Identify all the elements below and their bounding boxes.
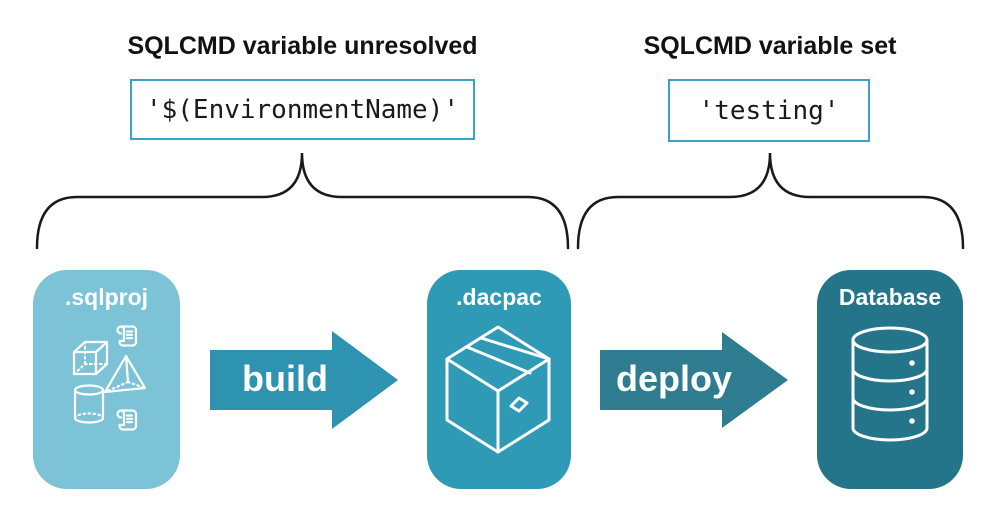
dacpac-card-label: .dacpac bbox=[456, 284, 542, 310]
code-value-unresolved: '$(EnvironmentName)' bbox=[145, 94, 460, 125]
deploy-arrow-icon bbox=[600, 332, 788, 428]
package-icon bbox=[445, 325, 551, 454]
dacpac-card: .dacpac bbox=[427, 270, 571, 489]
database-icon bbox=[851, 326, 929, 442]
database-card-label: Database bbox=[838, 284, 942, 310]
heading-variable-set: SQLCMD variable set bbox=[643, 32, 897, 60]
sqlproj-card-label: .sqlproj bbox=[64, 284, 149, 310]
scroll-icon bbox=[116, 325, 138, 347]
brace-right-icon bbox=[576, 152, 965, 250]
code-value-resolved: 'testing' bbox=[698, 95, 840, 126]
cube-icon bbox=[72, 340, 109, 376]
build-arrow-icon bbox=[210, 331, 398, 429]
sqlproj-icons bbox=[72, 325, 147, 431]
brace-left-icon bbox=[35, 152, 570, 250]
code-box-resolved: 'testing' bbox=[668, 79, 870, 142]
database-cylinder bbox=[851, 326, 929, 442]
pyramid-icon bbox=[103, 354, 147, 394]
sqlproj-card: .sqlproj bbox=[33, 270, 180, 489]
code-box-unresolved: '$(EnvironmentName)' bbox=[130, 79, 475, 140]
database-card: Database bbox=[817, 270, 963, 489]
scroll-icon bbox=[116, 409, 138, 431]
cylinder-icon bbox=[73, 384, 105, 424]
package-box bbox=[445, 325, 551, 454]
build-arrow-label: build bbox=[242, 358, 328, 399]
heading-unresolved: SQLCMD variable unresolved bbox=[127, 32, 478, 60]
deploy-arrow-label: deploy bbox=[615, 358, 732, 399]
